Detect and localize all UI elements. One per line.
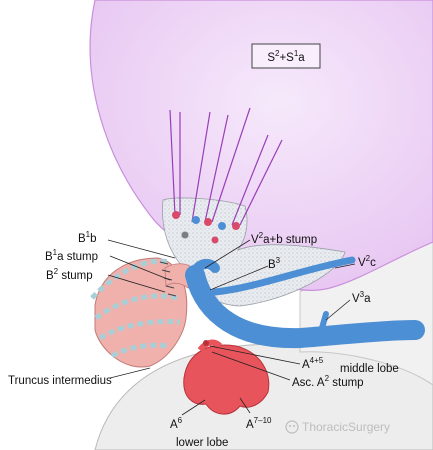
label-asc-a2-stump: Asc. A2 stump xyxy=(292,374,364,389)
label-a45: A4+5 xyxy=(302,356,324,371)
label-lower-lobe: lower lobe xyxy=(176,437,228,449)
sutures xyxy=(169,107,283,226)
label-truncus-intermedius: Truncus intermedius xyxy=(8,375,112,387)
label-b3: B3 xyxy=(268,256,281,271)
label-v3a: V3a xyxy=(352,290,371,305)
leader-lines xyxy=(107,239,356,416)
suture-knots xyxy=(172,211,240,244)
segment-label-box: S2+S1a xyxy=(251,43,321,69)
bronchus xyxy=(90,257,196,368)
segment-label: S2+S1a xyxy=(267,49,305,64)
label-v2c: V2c xyxy=(358,254,376,269)
watermark: ThoracicSurgery xyxy=(285,420,390,434)
watermark-text: ThoracicSurgery xyxy=(302,420,390,434)
pulmonary-vein xyxy=(185,256,425,349)
label-a7-10: A7–10 xyxy=(246,416,272,431)
label-a6: A6 xyxy=(170,416,183,431)
label-b1a-stump: B1a stump xyxy=(45,248,98,263)
label-middle-lobe: middle lobe xyxy=(340,363,399,375)
pulmonary-artery xyxy=(183,339,270,415)
label-v2ab-stump: V2a+b stump xyxy=(251,231,317,246)
label-b1b: B1b xyxy=(78,230,97,245)
label-b2-stump: B2 stump xyxy=(46,267,93,282)
